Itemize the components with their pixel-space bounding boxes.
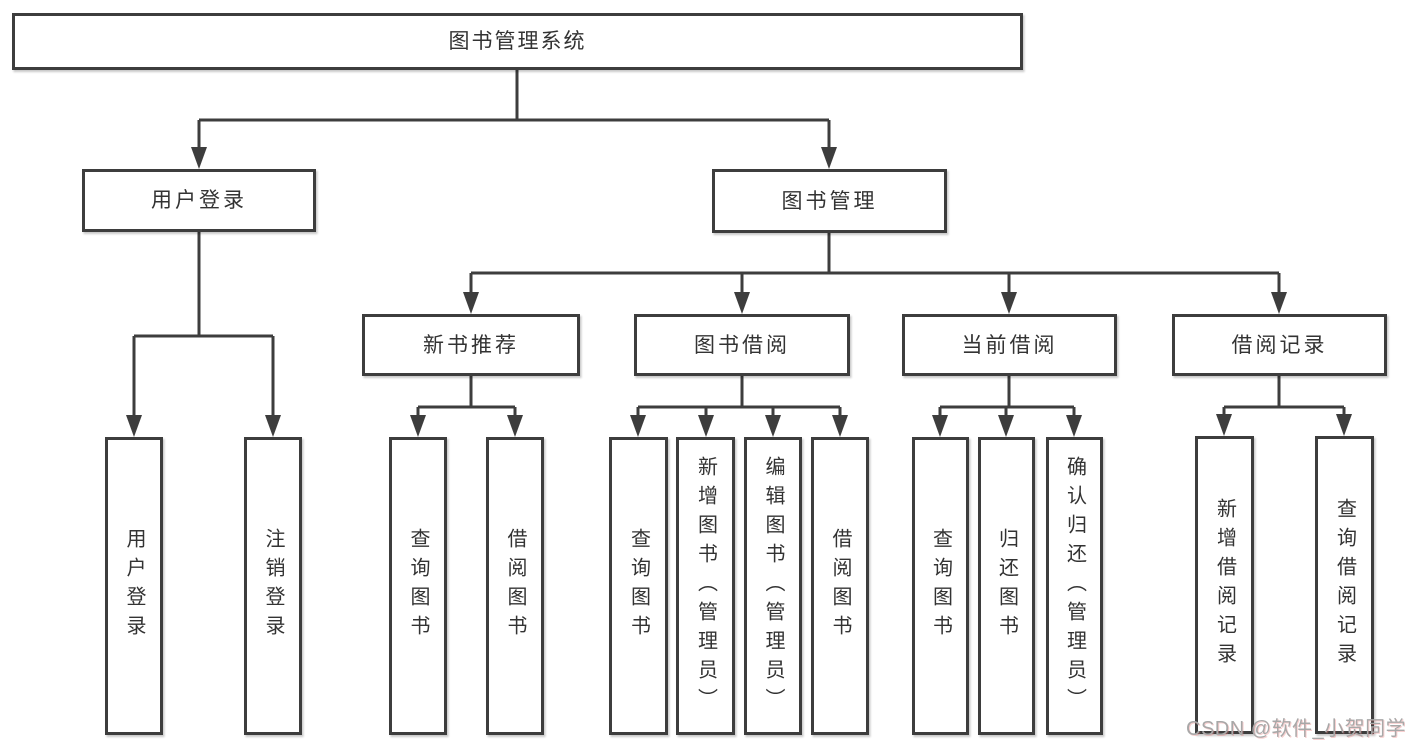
node-library-management-system: 图书管理系统 <box>12 13 1023 70</box>
node-book-borrowing: 图书借阅 <box>634 314 850 376</box>
node-label: 编辑图书（管理员） <box>762 455 784 717</box>
node-label: 借阅记录 <box>1231 333 1328 357</box>
leaf-query-borrow-record: 查询借阅记录 <box>1315 436 1374 734</box>
node-label: 用户登录 <box>151 189 247 212</box>
node-label: 借阅图书 <box>829 528 851 644</box>
leaf-borrow-books-2: 借阅图书 <box>811 437 869 735</box>
leaf-return-books: 归还图书 <box>978 437 1035 735</box>
node-borrowing-records: 借阅记录 <box>1172 314 1387 376</box>
node-label: 借阅图书 <box>504 528 526 644</box>
node-label: 查询图书 <box>407 528 429 644</box>
node-label: 当前借阅 <box>961 333 1058 357</box>
node-label: 查询图书 <box>627 528 650 644</box>
node-label: 新书推荐 <box>423 333 519 357</box>
node-current-borrowing: 当前借阅 <box>902 314 1117 376</box>
node-new-book-recommendation: 新书推荐 <box>362 314 580 376</box>
leaf-add-borrow-record: 新增借阅记录 <box>1195 436 1254 734</box>
node-label: 图书管理 <box>781 189 878 213</box>
node-user-login: 用户登录 <box>82 169 316 232</box>
node-label: 图书管理系统 <box>448 30 587 53</box>
leaf-query-books-2: 查询图书 <box>609 437 668 735</box>
leaf-user-login: 用户登录 <box>105 437 163 735</box>
node-label: 注销登录 <box>262 528 284 644</box>
leaf-confirm-return-admin: 确认归还（管理员） <box>1046 437 1103 735</box>
leaf-edit-book-admin: 编辑图书（管理员） <box>744 437 802 735</box>
node-label: 新增图书（管理员） <box>694 455 717 717</box>
node-label: 新增借阅记录 <box>1213 498 1236 672</box>
node-label: 确认归还（管理员） <box>1063 455 1086 717</box>
leaf-add-book-admin: 新增图书（管理员） <box>676 437 735 735</box>
node-label: 用户登录 <box>123 528 145 644</box>
node-label: 归还图书 <box>995 528 1018 644</box>
leaf-logout: 注销登录 <box>244 437 302 735</box>
leaf-query-books-3: 查询图书 <box>912 437 969 735</box>
leaf-query-books: 查询图书 <box>389 437 447 735</box>
leaf-borrow-books: 借阅图书 <box>486 437 544 735</box>
node-book-management: 图书管理 <box>712 169 947 233</box>
node-label: 查询图书 <box>929 528 952 644</box>
node-label: 图书借阅 <box>694 333 790 357</box>
node-label: 查询借阅记录 <box>1333 498 1356 672</box>
watermark-text: CSDN @软件_小贺同学 <box>1186 718 1405 740</box>
